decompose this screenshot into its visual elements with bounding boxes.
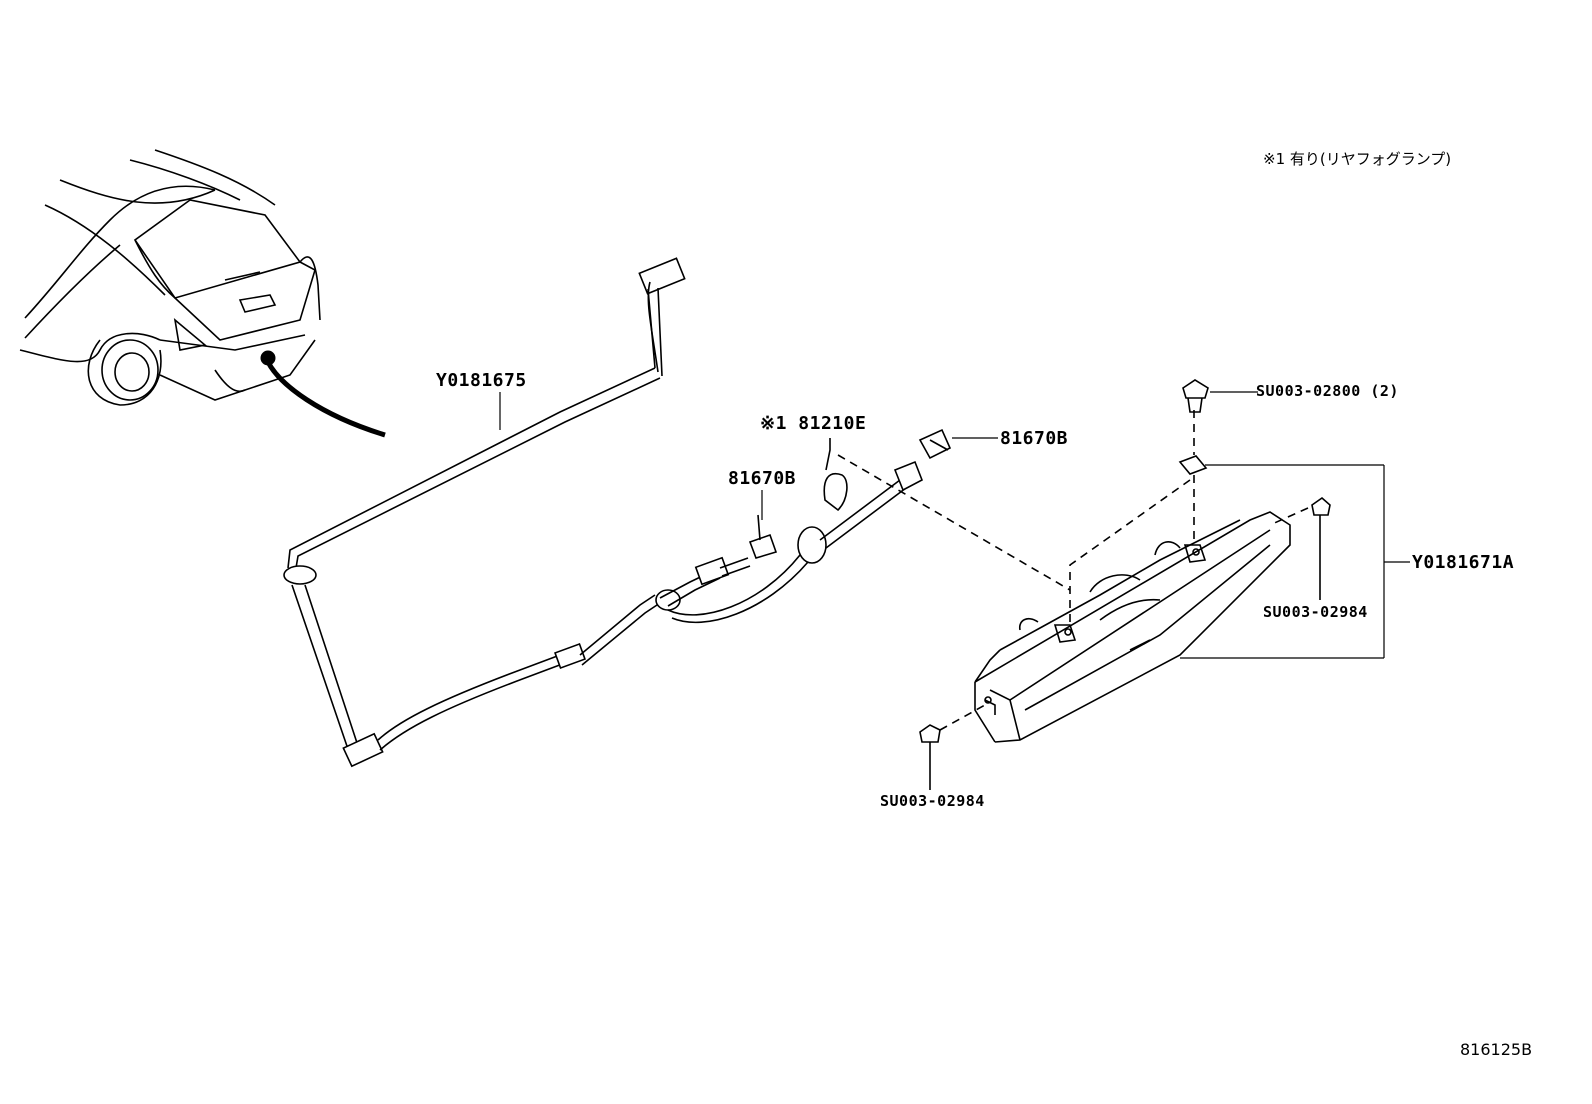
wire-harness <box>283 257 952 768</box>
note: ※1 有り(リヤフォグランプ) <box>1263 148 1451 169</box>
clip-top <box>1178 379 1209 475</box>
diagram-code: 816125B <box>1460 1040 1533 1059</box>
car-rear-illustration <box>19 149 386 438</box>
callout-bulb-socket: ※1 81210E <box>760 413 866 434</box>
callout-screw-right: SU003-02984 <box>1263 603 1368 621</box>
callout-bulb-socket-marker: ※1 <box>760 413 787 434</box>
note-marker: ※1 <box>1263 150 1286 168</box>
callout-bulb-right: 81670B <box>1000 428 1069 449</box>
rear-lamp-assembly <box>974 511 1291 743</box>
callout-clip-top-qty: (2) <box>1370 382 1399 400</box>
leader-lines <box>499 391 1410 659</box>
note-text: 有り(リヤフォグランプ) <box>1289 150 1452 168</box>
callout-clip-top-code: SU003-02800 <box>1256 382 1361 400</box>
callout-harness: Y0181675 <box>436 370 527 391</box>
callout-bulb-left: 81670B <box>728 468 797 489</box>
callout-bulb-socket-code: 81210E <box>798 413 867 434</box>
callout-lamp-assembly: Y0181671A <box>1412 552 1515 573</box>
callout-screw-bottom: SU003-02984 <box>880 792 985 810</box>
assembly-guides <box>837 410 1309 731</box>
callout-clip-top: SU003-02800 (2) <box>1256 382 1399 400</box>
screw-bottom <box>919 724 941 790</box>
screw-right <box>1311 496 1331 600</box>
